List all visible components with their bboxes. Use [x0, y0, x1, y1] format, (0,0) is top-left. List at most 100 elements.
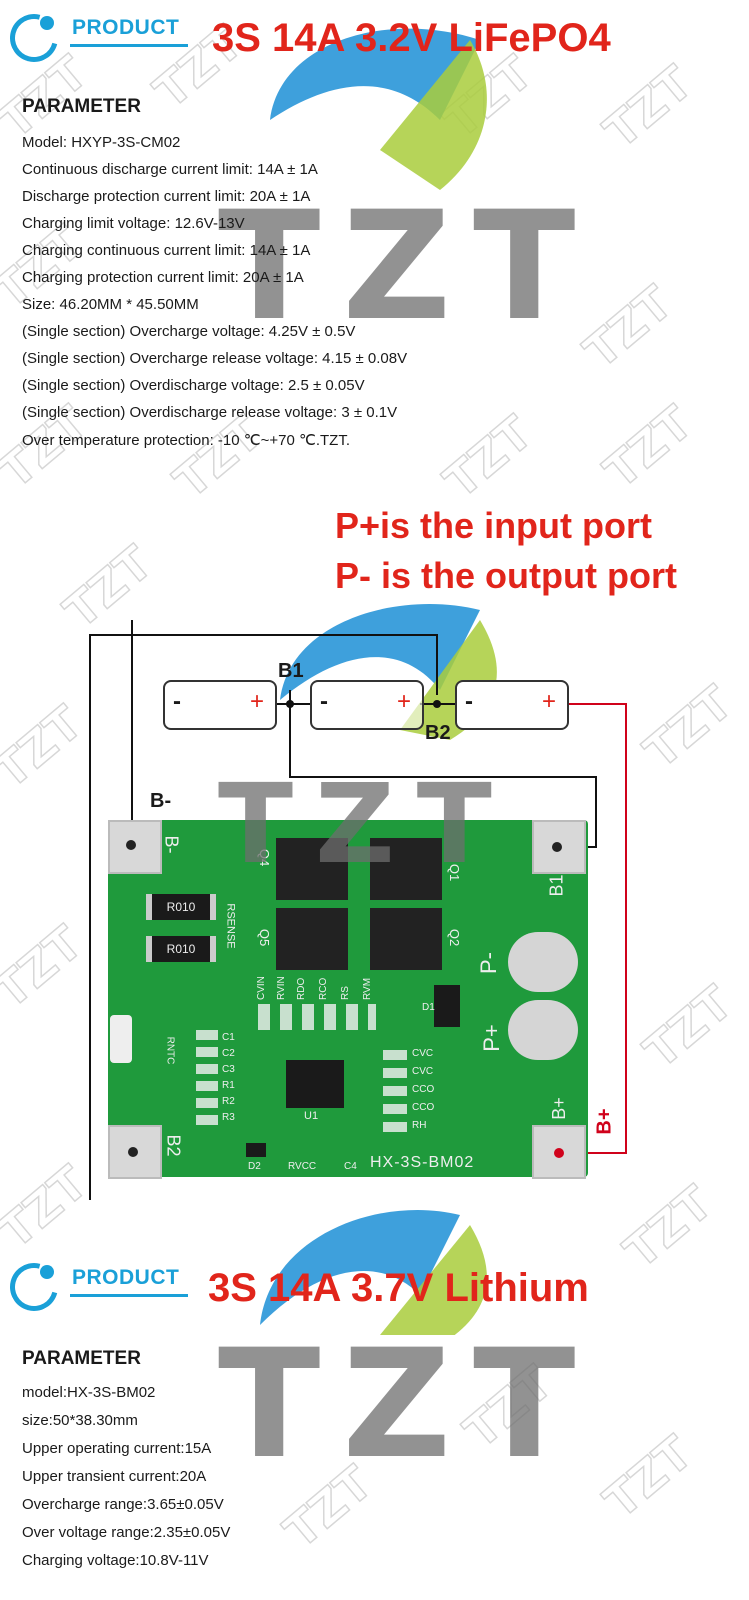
parameter-line: Discharge protection current limit: 20A … — [22, 188, 311, 205]
wire-b-plus — [557, 703, 627, 1154]
pcb-board: B- B1 B2 B+ P- P+ Q4 Q5 Q1 Q2 R010 R010 … — [108, 820, 588, 1179]
mosfet-q5 — [276, 908, 348, 970]
silk-d1: D1 — [422, 1002, 435, 1013]
silk-c4: C4 — [344, 1161, 357, 1172]
cell-plus-label: + — [542, 688, 557, 715]
silk-b2: B2 — [163, 1134, 184, 1157]
parameter-line: Over temperature protection: -10 ℃~+70 ℃… — [22, 432, 350, 449]
label-b1: B1 — [278, 660, 304, 682]
pad-p-plus — [508, 1000, 578, 1060]
parameter-line: size:50*38.30mm — [22, 1412, 138, 1429]
silk-u1: U1 — [304, 1110, 319, 1122]
product-title: 3S 14A 3.7V Lithium — [208, 1266, 589, 1310]
parameter-line: model:HX-3S-BM02 — [22, 1384, 156, 1401]
product-badge-label: PRODUCT — [72, 16, 180, 39]
silk-pad-cvin: CVIN — [256, 976, 267, 1000]
diode-d2 — [246, 1143, 266, 1157]
resistor-r010-2: R010 — [146, 936, 216, 962]
tzt-watermark: TZT — [218, 180, 598, 354]
port-input-label: P+is the input port — [335, 505, 653, 546]
parameter-line: (Single section) Overcharge voltage: 4.2… — [22, 323, 356, 340]
parameter-line: Charging protection current limit: 20A ±… — [22, 269, 304, 286]
silk-pad-rco: RCO — [318, 977, 329, 1000]
silk-q2: Q2 — [447, 928, 463, 947]
connection-dot — [126, 840, 136, 850]
parameter-line: (Single section) Overdischarge release v… — [22, 404, 398, 421]
pad-b-plus — [532, 1125, 586, 1179]
parameter-line: Continuous discharge current limit: 14A … — [22, 161, 318, 178]
product-badge-label: PRODUCT — [72, 1266, 180, 1289]
tzt-watermark: TZT — [218, 1318, 598, 1492]
silk-part: R2 — [222, 1096, 235, 1107]
ntc-pads — [110, 1015, 132, 1063]
silk-part: R3 — [222, 1112, 235, 1123]
smd-pad-row — [258, 1004, 376, 1030]
parameter-line: Charging limit voltage: 12.6V-13V — [22, 215, 245, 232]
silk-d2: D2 — [248, 1161, 261, 1172]
connection-dot — [554, 1148, 564, 1158]
badge-dot-icon — [40, 16, 54, 30]
pad-b2 — [108, 1125, 162, 1179]
product-title: 3S 14A 3.2V LiFePO4 — [212, 16, 611, 60]
ic-u1 — [286, 1060, 344, 1108]
badge-underline — [70, 44, 188, 47]
silk-part: C1 — [222, 1032, 235, 1043]
parameter-line: Overcharge range:3.65±0.05V — [22, 1496, 224, 1513]
pad-p-minus — [508, 932, 578, 992]
battery-cell-2: - + — [310, 680, 424, 730]
cell-minus-label: - — [465, 688, 473, 715]
badge-ring-icon — [1, 1254, 67, 1320]
parameter-line: Over voltage range:2.35±0.05V — [22, 1524, 231, 1541]
smd-pad-column — [383, 1050, 407, 1138]
silk-pad-side: CVC — [412, 1048, 434, 1059]
silk-part: R1 — [222, 1080, 235, 1091]
port-output-label: P- is the output port — [335, 555, 677, 596]
wire-b2-loop — [89, 634, 438, 1200]
watermark-text: TZT — [593, 1425, 703, 1530]
parameter-line: Upper transient current:20A — [22, 1468, 207, 1485]
parameter-line: Charging voltage:10.8V-11V — [22, 1552, 209, 1569]
watermark-text: TZT — [593, 395, 703, 500]
diode-d1 — [434, 985, 460, 1027]
silk-pad-rvm: RVM — [362, 977, 373, 1000]
silk-q5: Q5 — [257, 928, 273, 947]
parameter-line: (Single section) Overcharge release volt… — [22, 350, 408, 367]
logo-swoosh-bottom — [260, 1209, 487, 1335]
silk-pad-rs: RS — [340, 986, 351, 1000]
parameter-heading: PARAMETER — [22, 1348, 141, 1369]
parameter-line: Size: 46.20MM * 45.50MM — [22, 296, 199, 313]
watermark-text: TZT — [433, 405, 543, 510]
mosfet-q2 — [370, 908, 442, 970]
label-b2: B2 — [425, 722, 451, 744]
resistor-r010-1: R010 — [146, 894, 216, 920]
connection-dot — [552, 842, 562, 852]
silk-part: C3 — [222, 1064, 235, 1075]
silk-rvcc: RVCC — [288, 1161, 317, 1172]
silk-model: HX-3S-BM02 — [370, 1154, 475, 1171]
parameter-heading: PARAMETER — [22, 96, 141, 117]
cell-plus-label: + — [250, 688, 265, 715]
tzt-watermark: TZT — [218, 760, 514, 888]
badge-underline — [70, 1294, 188, 1297]
silk-part: C2 — [222, 1048, 235, 1059]
silk-pad-side: CCO — [412, 1084, 435, 1095]
cell-plus-label: + — [397, 688, 412, 715]
silk-p-minus: P- — [476, 952, 501, 974]
watermark-text: TZT — [593, 55, 703, 160]
mosfet-q4 — [276, 838, 348, 900]
silk-pad-side: CVC — [412, 1066, 434, 1077]
silk-rntc: RNTC — [164, 1036, 176, 1065]
parameter-line: Model: HXYP-3S-CM02 — [22, 134, 181, 151]
cell-minus-label: - — [320, 688, 328, 715]
label-b-plus: B+ — [593, 1108, 616, 1135]
silk-b-plus: B+ — [548, 1097, 569, 1120]
silk-rsense: RSENSE — [224, 903, 237, 949]
mosfet-q1 — [370, 838, 442, 900]
silk-pad-side: RH — [412, 1120, 427, 1131]
silk-pad-rvin: RVIN — [276, 976, 287, 1000]
silk-p-plus: P+ — [478, 1024, 504, 1052]
logo-swoosh-top — [270, 28, 487, 190]
cell-minus-label: - — [173, 688, 181, 715]
silk-b-minus: B- — [161, 835, 182, 854]
battery-cell-1: - + — [163, 680, 277, 730]
